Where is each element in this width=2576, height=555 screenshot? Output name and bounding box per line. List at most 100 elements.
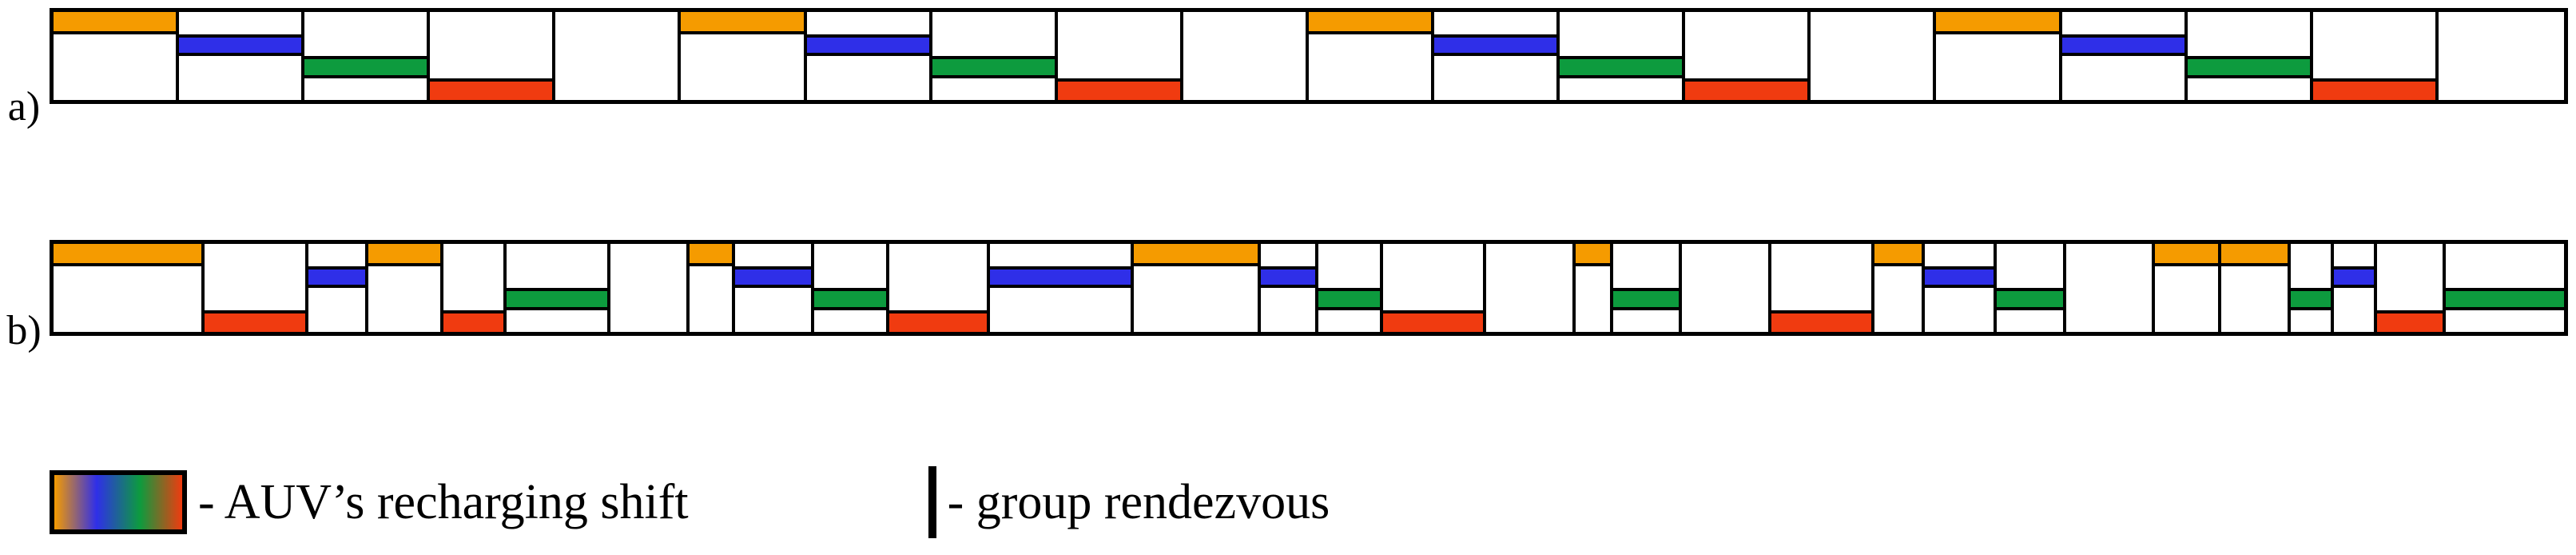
rendezvous-interval: [555, 12, 682, 101]
recharging-shift-block-auv-4: [2312, 78, 2435, 100]
legend-label-recharging-shift: - AUV’s recharging shift: [198, 475, 689, 529]
rendezvous-interval: [1134, 244, 1261, 332]
recharging-shift-block-auv-3: [304, 56, 427, 78]
idle-lane-auv-4: [1576, 310, 1610, 333]
rendezvous-interval: [932, 12, 1058, 100]
idle-lane-auv-1: [1771, 244, 1872, 266]
idle-lane-auv-4: [555, 78, 678, 101]
idle-lane-auv-2: [2446, 266, 2564, 289]
idle-lane-auv-3: [2334, 288, 2374, 310]
recharging-shift-block-auv-3: [932, 56, 1055, 78]
recharging-shift-block-auv-2: [990, 266, 1131, 288]
rendezvous-interval: [507, 244, 610, 332]
rendezvous-interval: [990, 244, 1135, 332]
idle-lane-auv-1: [1261, 244, 1315, 266]
idle-lane-auv-1: [2439, 12, 2564, 34]
idle-lane-auv-1: [1318, 244, 1380, 266]
idle-lane-auv-1: [179, 12, 301, 34]
idle-lane-auv-2: [610, 266, 686, 289]
idle-lane-auv-1: [1560, 12, 1682, 34]
idle-lane-auv-4: [308, 310, 366, 333]
idle-lane-auv-1: [2188, 12, 2310, 34]
idle-lane-auv-3: [610, 288, 686, 310]
idle-lane-auv-4: [1309, 78, 1431, 101]
panel-a: a): [0, 8, 2576, 128]
idle-lane-auv-4: [2291, 310, 2331, 333]
idle-lane-auv-1: [1486, 244, 1572, 266]
idle-lane-auv-3: [735, 288, 811, 310]
recharging-shift-block-auv-3: [1612, 288, 1680, 310]
idle-lane-auv-1: [1058, 12, 1180, 34]
idle-lane-auv-2: [2221, 266, 2287, 289]
idle-lane-auv-2: [1183, 34, 1306, 57]
idle-lane-auv-2: [1058, 34, 1180, 57]
recharging-shift-block-auv-2: [806, 34, 929, 56]
idle-lane-auv-2: [430, 34, 552, 57]
legend: - AUV’s recharging shift - group rendezv…: [50, 457, 2526, 547]
idle-lane-auv-2: [2188, 34, 2310, 57]
recharging-shift-block-auv-2: [2333, 266, 2374, 288]
recharging-shift-block-auv-3: [1560, 56, 1683, 78]
idle-lane-auv-1: [2062, 12, 2184, 34]
idle-lane-auv-3: [2066, 288, 2153, 310]
idle-lane-auv-4: [1183, 78, 1306, 101]
idle-lane-auv-1: [1434, 12, 1556, 34]
recharging-shift-block-auv-4: [1057, 78, 1180, 100]
idle-lane-auv-1: [2334, 244, 2374, 266]
recharging-shift-block-auv-1: [54, 12, 177, 34]
idle-lane-auv-2: [555, 34, 678, 57]
idle-lane-auv-2: [205, 266, 305, 289]
idle-lane-auv-1: [814, 244, 886, 266]
idle-lane-auv-3: [990, 288, 1131, 310]
idle-lane-auv-2: [690, 266, 733, 289]
recharging-shift-block-auv-2: [735, 266, 812, 288]
idle-lane-auv-1: [1925, 244, 1994, 266]
idle-lane-auv-3: [2377, 288, 2443, 310]
recharging-shift-block-auv-3: [507, 288, 607, 310]
recharging-shift-block-auv-1: [54, 244, 202, 266]
idle-lane-auv-3: [1309, 56, 1431, 78]
idle-lane-auv-2: [1134, 266, 1257, 289]
idle-lane-auv-3: [1925, 288, 1994, 310]
idle-lane-auv-4: [304, 78, 427, 101]
idle-lane-auv-1: [1613, 244, 1679, 266]
idle-lane-auv-3: [1058, 56, 1180, 78]
rendezvous-interval: [1434, 12, 1560, 100]
idle-lane-auv-3: [1685, 56, 1807, 78]
idle-lane-auv-2: [1486, 266, 1572, 289]
rendezvous-interval: [205, 244, 308, 332]
recharging-shift-block-auv-1: [689, 244, 733, 266]
recharging-shift-block-auv-2: [1260, 266, 1315, 288]
idle-lane-auv-2: [1318, 266, 1380, 289]
idle-lane-auv-1: [2446, 244, 2564, 266]
idle-lane-auv-3: [2221, 288, 2287, 310]
idle-lane-auv-3: [368, 288, 440, 310]
panel-b-label: b): [6, 308, 42, 353]
idle-lane-auv-1: [1811, 12, 1933, 34]
rendezvous-interval: [1318, 244, 1383, 332]
idle-lane-auv-1: [443, 244, 503, 266]
idle-lane-auv-4: [1811, 78, 1933, 101]
idle-lane-auv-1: [2313, 12, 2435, 34]
idle-lane-auv-1: [990, 244, 1131, 266]
idle-lane-auv-4: [2188, 78, 2310, 101]
rendezvous-interval: [54, 244, 205, 332]
rendezvous-interval: [308, 244, 369, 332]
idle-lane-auv-1: [1685, 12, 1807, 34]
recharging-shift-block-auv-1: [2155, 244, 2219, 266]
idle-lane-auv-4: [179, 78, 301, 101]
rendezvous-interval: [1925, 244, 1998, 332]
recharging-shift-block-auv-1: [368, 244, 440, 266]
rendezvous-interval: [2446, 244, 2564, 332]
rendezvous-interval: [2376, 244, 2447, 332]
recharging-shift-block-auv-4: [1685, 78, 1808, 100]
rendezvous-interval: [368, 244, 443, 332]
idle-lane-auv-2: [507, 266, 607, 289]
schedule-chart-b: [50, 240, 2568, 336]
vertical-bar-icon: [928, 466, 936, 538]
idle-lane-auv-2: [1685, 34, 1807, 57]
recharging-shift-block-auv-4: [1382, 309, 1484, 332]
idle-lane-auv-2: [304, 34, 427, 57]
idle-lane-auv-3: [1183, 56, 1306, 78]
